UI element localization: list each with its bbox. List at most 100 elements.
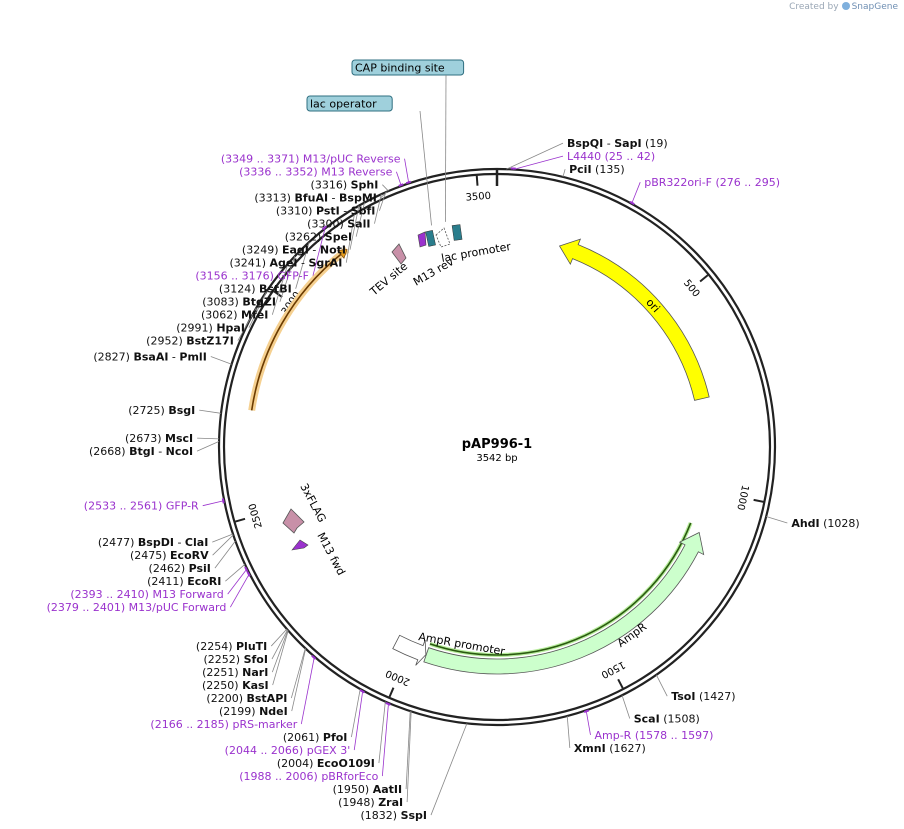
site-label-part: BstAPI [246,692,287,705]
site-label-text: (2952) BstZ17I [146,335,234,348]
site-leader [271,630,289,673]
site-label-part: BspMI [339,192,377,205]
plasmid-length: 3542 bp [476,453,517,464]
primer-site-pbrforeco: (1988 .. 2006) pBRforEco [239,770,378,783]
site-label-part: (2379 .. 2401) [47,601,126,614]
enzyme-site-bsaai: (2827) BsaAI - PmlI [93,350,206,363]
gfp-f-arrow-feature [248,246,350,411]
site-label-text: (2533 .. 2561) GFP-R [84,500,199,513]
scale-tick [699,274,709,283]
primer-binding-mark [629,200,635,205]
plasmid-center: pAP996-1 3542 bp [462,437,532,464]
site-label-part: (2251) [202,666,239,679]
site-label-part: ClaI [185,536,208,549]
primer-site-m13-puc-reverse: (3349 .. 3371) M13/pUC Reverse [221,153,401,166]
site-label-text: (2673) MscI [125,432,193,445]
site-label-text: (3313) BfuAI - BspMI [254,192,377,205]
site-label-part: EcoO109I [317,757,375,770]
site-label-text: (2044 .. 2066) pGEX 3' [225,744,351,757]
tev-site-label: TEV site [367,260,410,299]
enzyme-site-ecoo109i: (2004) EcoO109I [277,757,375,770]
site-label-part: MfeI [241,309,268,322]
cap-binding-site-label: CAP binding site [351,59,465,222]
3xflag-arrow [282,508,305,534]
site-label-part: (2166 .. 2185) [150,718,229,731]
primer-binding-mark [398,183,404,187]
primer-binding-mark [405,180,412,185]
site-label-part: - [340,205,351,218]
site-label-part: (3156 .. 3176) [195,270,274,283]
site-leader [290,648,306,699]
enzyme-site-btgzi: (3083) BtgZI [202,296,276,309]
site-label-text: (2991) HpaI [176,322,245,335]
site-label-part: EcoRI [187,575,221,588]
site-label-part: GFP-R [166,500,199,513]
site-label-part: PluTI [236,640,267,653]
primer-site-m13-reverse: (3336 .. 3352) M13 Reverse [239,166,392,179]
scale-tick [273,290,283,298]
site-label-text: (2251) NarI [202,666,268,679]
scale-tick [388,687,395,698]
site-label-part: EagI [282,244,309,257]
scale-tick [475,175,479,186]
site-label-part: SphI [351,179,379,192]
site-label-text: ScaI (1508) [634,713,700,726]
snapgene-logo-icon [841,2,850,10]
enzyme-site-xmni: XmnI (1627) [574,742,646,755]
site-label-part: M13 Forward [152,588,223,601]
site-label-part: (2475) [130,549,167,562]
site-label-part: KasI [242,679,269,692]
enzyme-site-sspi: (1832) SspI [360,809,427,822]
site-leader [237,307,257,341]
site-label-text: (2199) NdeI [219,705,288,718]
enzyme-site-bspqi: BspQI - SapI (19) [567,137,668,150]
site-label-part: - [155,445,166,458]
site-label-part: M13 Reverse [321,166,392,179]
site-label-part: (3313) [254,192,291,205]
site-label-part: ScaI [634,713,660,726]
site-leader [312,228,326,276]
site-label-part: BfuAI [294,192,328,205]
site-label-part: M13/pUC Reverse [303,153,401,166]
site-leader [291,648,307,712]
site-label-text: PciI (135) [569,163,625,176]
site-label-part: (1627) [609,742,646,755]
site-label-part: (3083) [202,296,239,309]
cap-binding-site-box [351,59,465,76]
site-label-part: (2725) [128,404,165,417]
scale-tick-label: 3500 [465,191,491,204]
site-leader [300,656,315,725]
site-label-part: - [328,192,339,205]
site-label-part: AhdI [791,517,819,530]
primer-site-m13-puc-forward: (2379 .. 2401) M13/pUC Forward [47,601,227,614]
gfp-f-primer-arrow [250,252,343,411]
site-label-part: (2462) [149,562,186,575]
scale-tick [235,517,246,523]
site-label-text: (3249) EagI - NotI [242,244,346,257]
site-label-part: Amp-R [594,729,631,742]
site-leader [351,688,361,738]
m13-fwd-feature: M13 fwd [291,530,348,578]
site-label-part: pBRforEco [321,770,378,783]
site-label-part: (2533 .. 2561) [84,500,163,513]
site-label-part: (1948) [338,796,375,809]
site-label-part: (3262) [285,231,322,244]
site-label-part: ZraI [378,796,403,809]
site-label-part: SbfI [351,205,376,218]
enzyme-site-sfoi: (2252) SfoI [204,653,268,666]
enzyme-site-tsoi: TsoI (1427) [671,690,735,703]
enzyme-site-sali: (3300) SalI [307,218,370,231]
enzyme-site-sphi: (3316) SphI [311,179,379,192]
site-label-part: (3241) [229,257,266,270]
site-label-part: (1508) [663,713,700,726]
site-label-part: (2200) [206,692,243,705]
site-label-part: (1832) [360,809,397,822]
site-label-part: NotI [320,244,346,257]
site-leader [353,690,364,751]
site-label-part: (2004) [277,757,314,770]
site-leader [381,702,389,777]
site-label-part: TsoI [671,690,695,703]
site-label-part: (2411) [147,575,184,588]
